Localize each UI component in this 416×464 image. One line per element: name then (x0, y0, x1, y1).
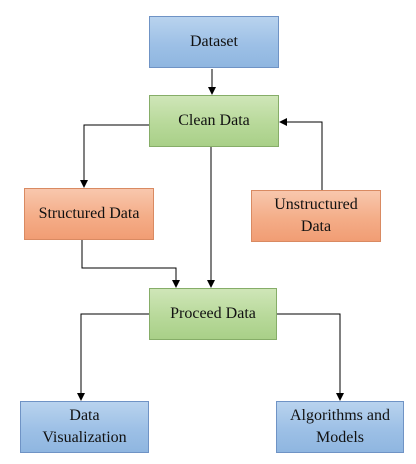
structured-data-label: Structured Data (38, 205, 140, 222)
arrow-clean-to-structured (80, 124, 149, 188)
arrow-structured-to-proceed (81, 240, 180, 288)
structured-data-node: Structured Data (24, 188, 154, 240)
arrow-proceed-to-dataviz (77, 313, 149, 401)
unstructured-data-node: Unstructured Data (251, 190, 381, 242)
clean-data-node: Clean Data (149, 95, 279, 147)
dataset-node: Dataset (149, 16, 279, 68)
arrow-proceed-to-algorithms (277, 313, 344, 401)
clean-data-label: Clean Data (178, 112, 250, 129)
data-visualization-label: Data Visualization (42, 407, 127, 446)
arrow-unstructured-to-clean (279, 118, 323, 190)
dataset-label: Dataset (190, 33, 238, 50)
algorithms-models-label: Algorithms and Models (290, 407, 390, 446)
proceed-data-node: Proceed Data (149, 288, 277, 340)
data-visualization-node: Data Visualization (20, 401, 149, 453)
proceed-data-label: Proceed Data (170, 305, 256, 322)
algorithms-models-node: Algorithms and Models (276, 401, 404, 453)
unstructured-data-label: Unstructured Data (274, 196, 358, 235)
